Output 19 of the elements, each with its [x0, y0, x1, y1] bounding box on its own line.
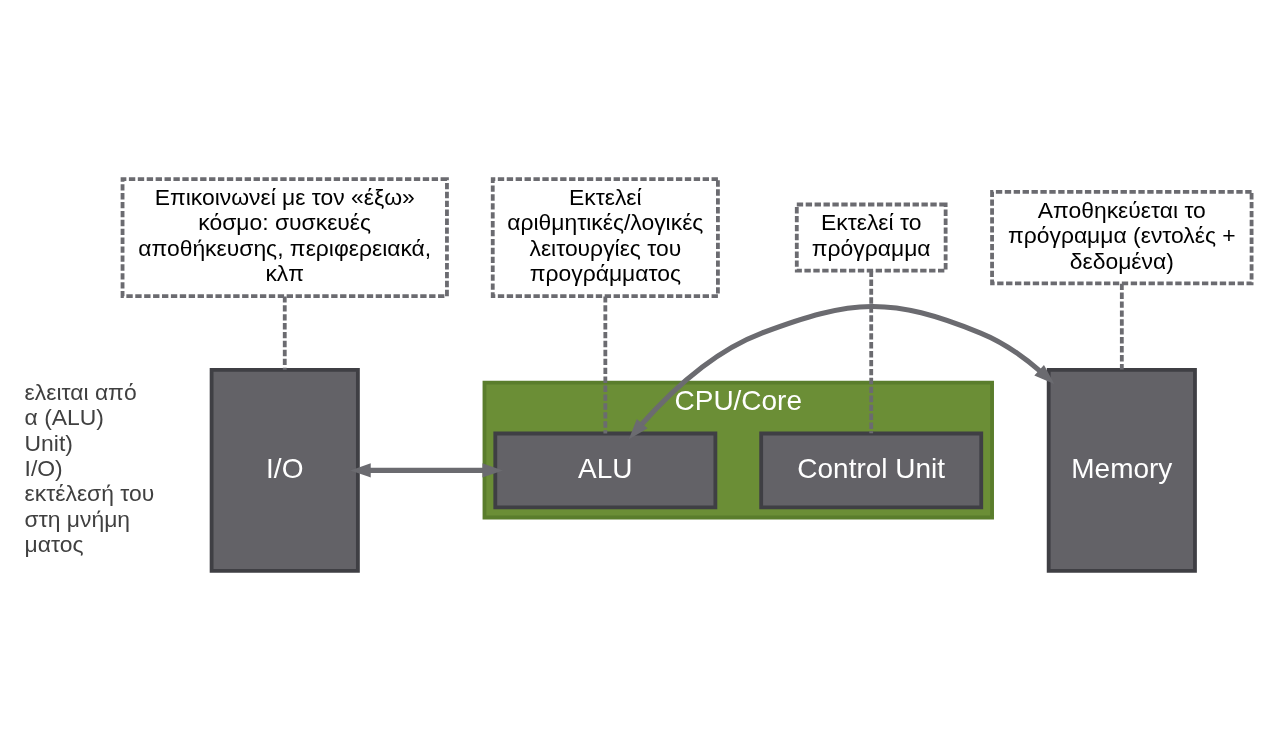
connector: [603, 295, 608, 433]
node-box: Εκτελεί το πρόγραμμα: [794, 202, 948, 273]
node-box: Control Unit: [759, 431, 984, 509]
node-box: Memory: [1046, 367, 1197, 573]
connector: [869, 270, 874, 433]
node-box: I/O: [209, 367, 360, 573]
node-box: Εκτελεί αριθμητικές/λογικές λειτουργίες του προγράμματος: [490, 176, 720, 298]
arrow: [628, 303, 1055, 439]
label: ελειται από: [24, 378, 137, 405]
label: I/O): [24, 454, 63, 481]
node-box: Αποθηκεύεται το πρόγραμμα (εντολές + δεδομένα): [990, 189, 1254, 285]
connector: [282, 295, 287, 370]
label: στη μνήμη: [24, 505, 131, 532]
label: Unit): [24, 429, 73, 456]
node-box: ALU: [493, 431, 718, 509]
arrow: [350, 462, 503, 478]
node-box: Επικοινωνεί με τον «έξω» κόσμο: συσκευές αποθήκευσης, περιφερειακά, κλπ: [120, 176, 449, 298]
connector: [1119, 283, 1124, 369]
label: α (ALU): [24, 403, 104, 430]
